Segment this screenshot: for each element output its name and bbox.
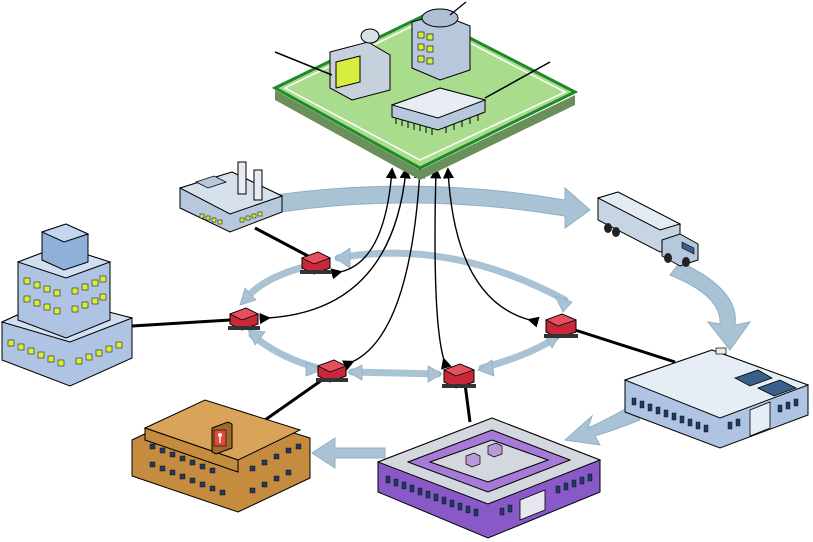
connector-warehouse bbox=[574, 328, 676, 364]
truck-wheel bbox=[612, 227, 620, 237]
warehouse-door bbox=[749, 401, 771, 437]
rfid-device-icon bbox=[300, 251, 332, 275]
data-link-warehouse bbox=[342, 167, 426, 371]
factory-windows bbox=[199, 211, 263, 225]
warehouse-solar-panel bbox=[734, 369, 773, 387]
ring-segment-left-top bbox=[241, 264, 304, 304]
ring-arrowheads bbox=[239, 247, 573, 383]
connector-office bbox=[131, 318, 231, 328]
data-links bbox=[259, 167, 540, 371]
server-window bbox=[426, 57, 434, 65]
office-top-cube-roof bbox=[40, 223, 90, 243]
server-dome bbox=[421, 8, 459, 28]
server-window bbox=[426, 33, 434, 41]
distribution-windows bbox=[385, 473, 593, 517]
ring-arrowhead bbox=[477, 359, 495, 377]
warehouse-roof-box bbox=[715, 347, 727, 355]
office-tower-icon bbox=[0, 223, 134, 387]
office-windows bbox=[7, 275, 123, 367]
rfid-device-icon bbox=[442, 363, 476, 389]
data-link-distribution bbox=[442, 167, 540, 328]
server-antenna bbox=[449, 1, 467, 16]
ring-arrowhead bbox=[334, 247, 351, 269]
ring-arrowhead bbox=[239, 287, 257, 306]
package-icon bbox=[465, 452, 481, 468]
truck-icon bbox=[596, 191, 699, 267]
store-windows bbox=[149, 443, 302, 496]
rfid-device-icon bbox=[228, 307, 260, 331]
exit-sign-figure bbox=[218, 433, 222, 437]
chip-top bbox=[390, 87, 487, 119]
connector-lines bbox=[131, 226, 676, 423]
server-window bbox=[417, 43, 425, 51]
factory-skylight bbox=[194, 175, 228, 189]
distribution-courtyard bbox=[428, 439, 550, 483]
connector-factory bbox=[254, 226, 309, 258]
truck-trailer-top bbox=[596, 191, 682, 231]
truck-wheel bbox=[664, 253, 672, 263]
factory-chimney bbox=[253, 169, 263, 201]
ring-arrowhead bbox=[554, 295, 573, 313]
rfid-device-icon bbox=[316, 359, 348, 383]
server-window bbox=[417, 55, 425, 63]
store-upper-body bbox=[144, 427, 239, 473]
factory-icon bbox=[178, 161, 284, 233]
rfid-device-icon bbox=[544, 313, 578, 339]
ring-arrowhead bbox=[305, 361, 323, 377]
flow-arrow-distribution-retail bbox=[311, 437, 386, 469]
server-window bbox=[426, 45, 434, 53]
ring-segment-bottom bbox=[348, 368, 442, 378]
warehouse-solar-panel bbox=[756, 379, 798, 397]
data-link-store bbox=[430, 167, 452, 370]
retail-store-icon bbox=[131, 399, 311, 513]
chip-cable bbox=[484, 61, 551, 99]
factory-chimney bbox=[237, 161, 247, 195]
package-icon bbox=[487, 442, 503, 458]
console-screen bbox=[335, 55, 361, 89]
board-inner-border bbox=[283, 19, 567, 161]
warehouse-windows bbox=[631, 397, 799, 433]
chip-pins bbox=[395, 115, 479, 135]
distribution-center-icon bbox=[376, 417, 602, 539]
flow-arrow-factory-truck bbox=[274, 185, 591, 229]
ring-segment-right-bottom bbox=[478, 334, 559, 372]
distribution-door bbox=[519, 489, 546, 521]
ring-arrowhead bbox=[247, 329, 266, 346]
rfid-devices bbox=[228, 251, 578, 389]
truck-wheel bbox=[682, 257, 690, 267]
ring-segment-top bbox=[334, 249, 569, 304]
truck-windshield bbox=[681, 241, 695, 255]
connector-distribution bbox=[463, 383, 472, 423]
control-center-icon bbox=[271, 1, 579, 180]
flow-arrow-warehouse-distribution bbox=[563, 404, 641, 446]
ring-arrowhead bbox=[427, 365, 443, 383]
server-window bbox=[417, 31, 425, 39]
warehouse-icon bbox=[623, 347, 810, 449]
ring-arrowhead bbox=[347, 364, 363, 381]
satellite-dish-icon bbox=[360, 28, 380, 44]
console-cable bbox=[274, 51, 333, 76]
warehouse-roof bbox=[623, 349, 810, 419]
truck-wheel bbox=[604, 223, 612, 233]
flow-arrow-truck-warehouse bbox=[669, 261, 752, 351]
connector-store bbox=[264, 378, 323, 422]
rfid-ring bbox=[241, 249, 569, 378]
